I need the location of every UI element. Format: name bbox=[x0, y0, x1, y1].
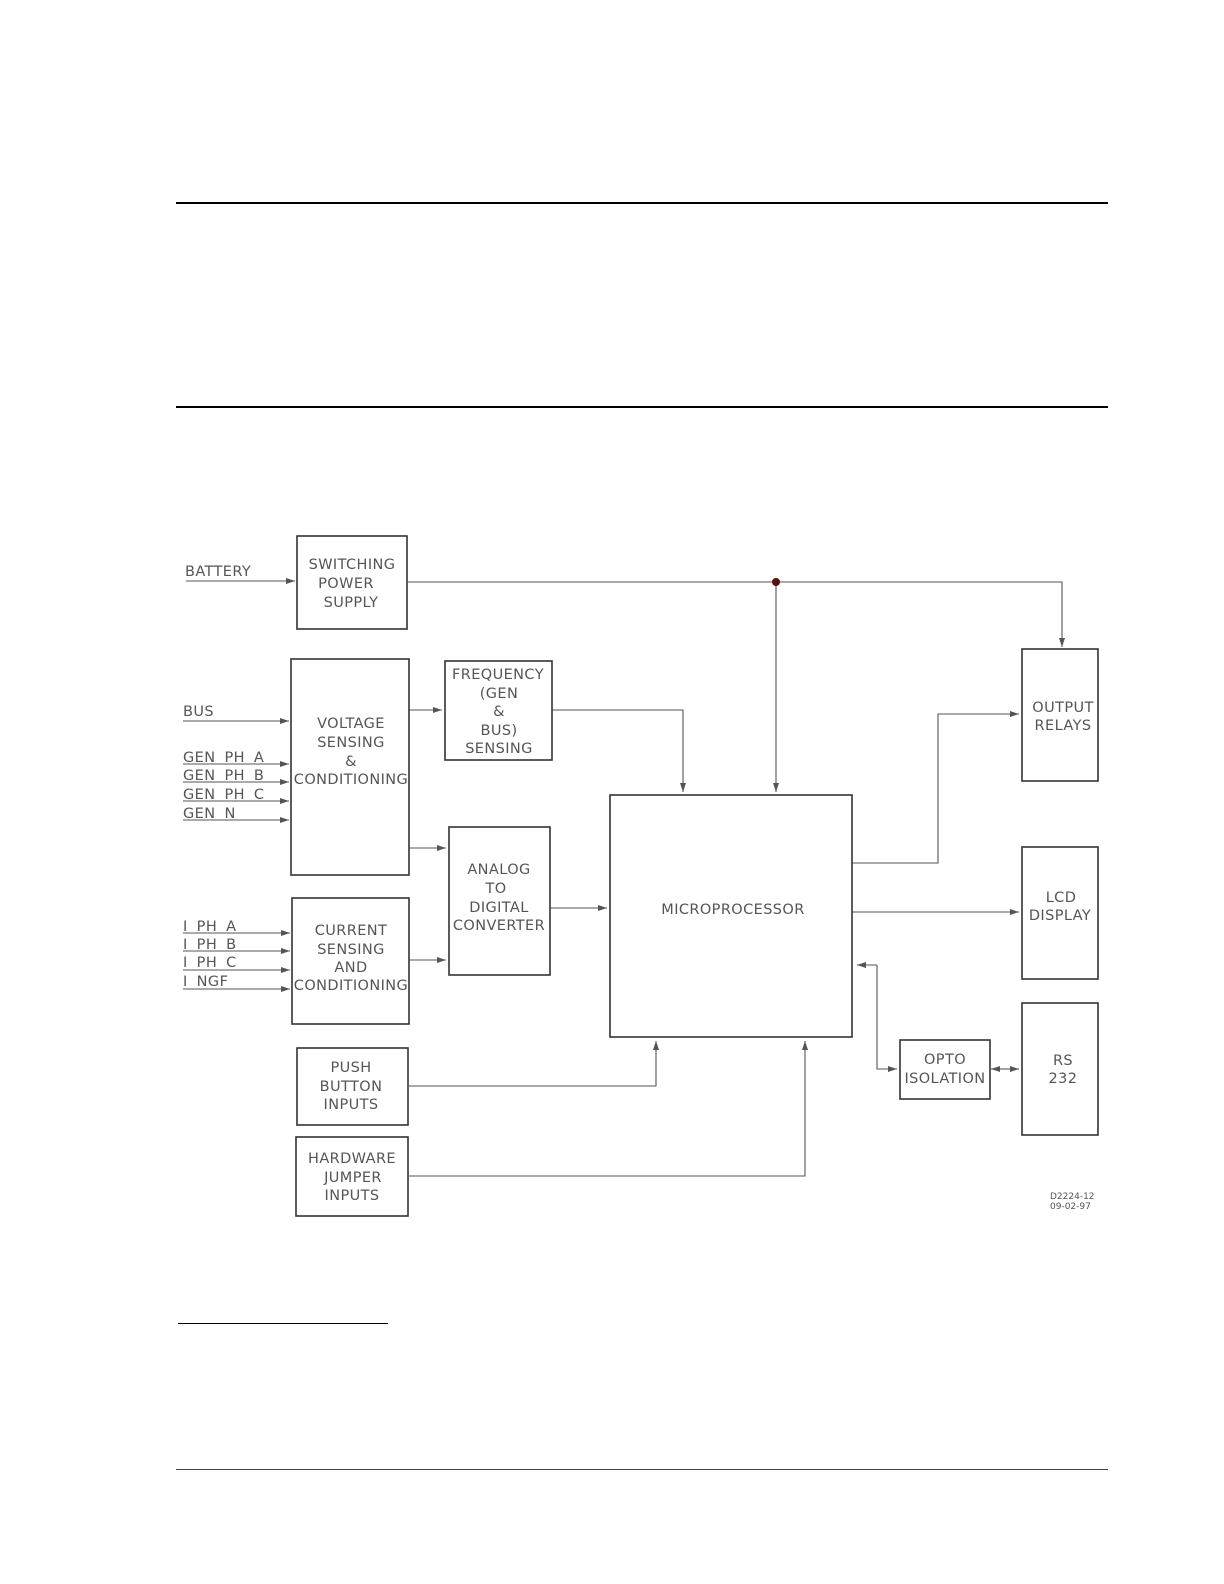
switching-power-supply-block bbox=[296, 535, 408, 630]
rs232-block bbox=[1021, 1002, 1099, 1136]
connection-wires bbox=[183, 578, 1065, 1177]
microprocessor-block bbox=[609, 794, 853, 1038]
hardware-jumper-block bbox=[295, 1136, 409, 1217]
push-button-to-micro-wire bbox=[409, 1041, 659, 1087]
adc-label-2: TO bbox=[484, 881, 506, 897]
microprocessor-label: MICROPROCESSOR bbox=[661, 902, 804, 918]
frequency-sensing-label-4: BUS) bbox=[480, 723, 517, 739]
rs232-label-1: RS bbox=[1053, 1053, 1073, 1069]
opto-isolation-block bbox=[899, 1039, 991, 1100]
gen-n-label: GEN N bbox=[183, 806, 236, 822]
footnote-rule bbox=[178, 1323, 388, 1324]
opto-isolation-label-2: ISOLATION bbox=[904, 1071, 985, 1087]
voltage-sensing-block bbox=[290, 658, 410, 876]
adc-label-3: DIGITAL bbox=[469, 900, 528, 916]
i-ph-b-label: I PH B bbox=[183, 937, 237, 953]
frequency-sensing-label-2: (GEN bbox=[480, 686, 519, 702]
top-rule-2 bbox=[176, 406, 1108, 408]
output-relays-block bbox=[1021, 648, 1099, 782]
i-ph-a-label: I PH A bbox=[183, 919, 236, 935]
push-button-block bbox=[296, 1047, 409, 1126]
current-sensing-label-3: AND bbox=[334, 960, 367, 976]
hardware-jumper-label-3: INPUTS bbox=[325, 1188, 380, 1204]
current-sensing-label-2: SENSING bbox=[317, 942, 385, 958]
voltage-sensing-label-2: SENSING bbox=[317, 735, 385, 751]
frequency-sensing-label-3: & bbox=[493, 704, 505, 720]
hardware-jumper-label-2: JUMPER bbox=[323, 1170, 382, 1186]
drawing-date: 09-02-97 bbox=[1050, 1202, 1091, 1212]
output-relays-label-1: OUTPUT bbox=[1032, 700, 1094, 716]
frequency-sensing-label-1: FREQUENCY bbox=[452, 667, 544, 683]
push-button-label-2: BUTTON bbox=[320, 1079, 383, 1095]
lcd-display-label-1: LCD bbox=[1046, 890, 1077, 906]
power-bus-wire bbox=[408, 581, 1065, 647]
adc-label-1: ANALOG bbox=[467, 862, 530, 878]
adc-label-4: CONVERTER bbox=[453, 918, 545, 934]
opto-isolation-label-1: OPTO bbox=[924, 1052, 966, 1068]
frequency-sensing-block bbox=[444, 660, 553, 761]
current-sensing-label-4: CONDITIONING bbox=[294, 978, 408, 994]
frequency-sensing-label-5: SENSING bbox=[465, 741, 533, 757]
voltage-sensing-label-1: VOLTAGE bbox=[317, 716, 385, 732]
bus-label: BUS bbox=[183, 704, 214, 720]
switching-power-supply-label-3: SUPPLY bbox=[324, 595, 379, 611]
i-ngf-label: I NGF bbox=[183, 974, 228, 990]
micro-opto-wire bbox=[876, 965, 897, 1072]
battery-label: BATTERY bbox=[185, 564, 251, 580]
voltage-sensing-label-3: & bbox=[345, 754, 357, 770]
rs232-label-2: 232 bbox=[1049, 1071, 1078, 1087]
junction-dot bbox=[772, 578, 780, 586]
lcd-display-block bbox=[1021, 846, 1099, 980]
adc-block bbox=[448, 826, 551, 976]
i-ph-c-label: I PH C bbox=[183, 955, 237, 971]
voltage-sensing-label-4: CONDITIONING bbox=[294, 772, 408, 788]
footer-rule bbox=[176, 1469, 1108, 1470]
lcd-display-label-2: DISPLAY bbox=[1029, 908, 1091, 924]
gen-ph-b-label: GEN PH B bbox=[183, 768, 264, 784]
output-relays-label-2: RELAYS bbox=[1035, 718, 1092, 734]
push-button-label-1: PUSH bbox=[330, 1060, 371, 1076]
current-sensing-block bbox=[291, 897, 410, 1025]
push-button-label-3: INPUTS bbox=[324, 1097, 379, 1113]
top-rule-1 bbox=[176, 202, 1108, 204]
drawing-number: D2224-12 bbox=[1050, 1192, 1095, 1202]
micro-to-relays-wire bbox=[852, 711, 1019, 864]
gen-ph-a-label: GEN PH A bbox=[183, 750, 264, 766]
switching-power-supply-label-1: SWITCHING bbox=[309, 557, 396, 573]
current-sensing-label-1: CURRENT bbox=[315, 923, 388, 939]
switching-power-supply-label-2: POWER bbox=[318, 576, 374, 592]
frequency-to-micro-wire bbox=[552, 709, 686, 792]
jumper-to-micro-wire bbox=[409, 1041, 808, 1177]
gen-ph-c-label: GEN PH C bbox=[183, 787, 264, 803]
hardware-jumper-label-1: HARDWARE bbox=[308, 1151, 396, 1167]
